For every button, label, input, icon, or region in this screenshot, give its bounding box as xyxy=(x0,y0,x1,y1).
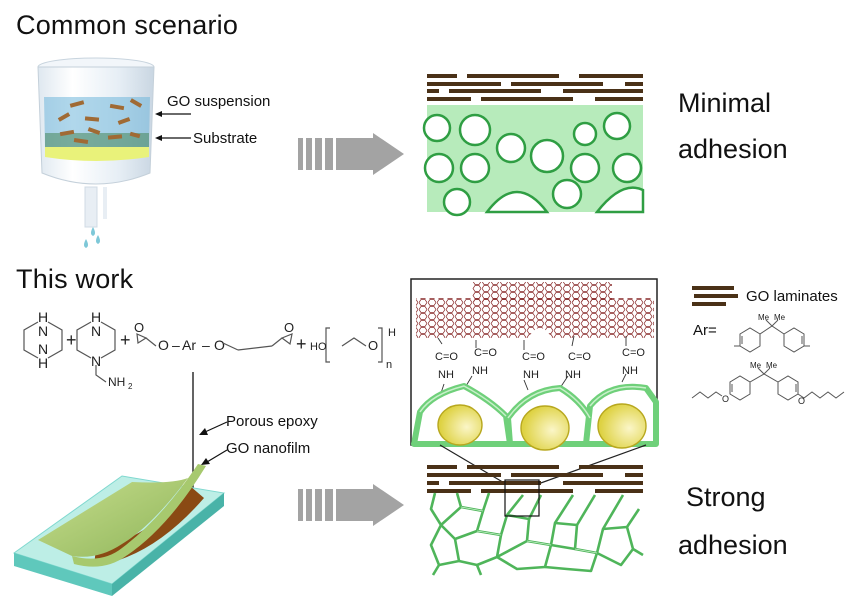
interface-zoom-inset: C=O NH C=O NH C=O NH C=O NH C=O NH xyxy=(410,278,659,485)
svg-text:O: O xyxy=(214,337,225,353)
svg-text:2: 2 xyxy=(128,382,133,391)
this-work-heading: This work xyxy=(16,264,134,294)
strong-label: Strong xyxy=(686,482,766,512)
methyl-label: Me xyxy=(758,313,770,322)
go-laminates-on-porous-substrate-strong xyxy=(427,465,644,576)
process-arrow-bottom xyxy=(298,484,404,526)
carbonyl-label: C=O xyxy=(622,347,645,359)
amide-nh-label: NH xyxy=(472,365,488,377)
minimal-label: Minimal xyxy=(678,88,772,118)
svg-text:n: n xyxy=(386,359,392,371)
porous-epoxy-label: Porous epoxy xyxy=(226,413,318,430)
amide-nh-label: NH xyxy=(565,369,581,381)
svg-text:N: N xyxy=(91,323,101,339)
go-laminates-legend-swatch xyxy=(692,286,738,306)
ether-oxygen-label: O xyxy=(798,396,805,406)
common-scenario-heading: Common scenario xyxy=(16,10,239,40)
ar-definition-label: Ar= xyxy=(693,322,717,339)
svg-text:H: H xyxy=(91,309,101,325)
process-arrow-top xyxy=(298,133,404,175)
carbonyl-label: C=O xyxy=(474,347,497,359)
svg-text:HO: HO xyxy=(310,341,327,353)
go-nanofilm-label: GO nanofilm xyxy=(226,440,311,457)
go-laminates-legend-label: GO laminates xyxy=(746,288,838,305)
svg-text:–: – xyxy=(202,337,210,353)
funnel-label-arrows xyxy=(155,111,191,141)
svg-text:O: O xyxy=(368,338,378,353)
carbonyl-label: C=O xyxy=(435,351,458,363)
substrate-label: Substrate xyxy=(193,130,258,147)
go-film-on-epoxy-illustration xyxy=(12,464,226,596)
piperazine-h-bottom: H xyxy=(38,355,48,371)
carbonyl-label: C=O xyxy=(522,351,545,363)
piperazine-n-top: N xyxy=(38,323,48,339)
methyl-label: Me xyxy=(766,361,778,370)
svg-text:H: H xyxy=(388,327,396,339)
methyl-label: Me xyxy=(774,313,786,322)
svg-text:+: + xyxy=(120,330,131,350)
film-label-arrows xyxy=(199,421,228,465)
adhesion-label-top: adhesion xyxy=(678,134,788,164)
svg-text:N: N xyxy=(91,353,101,369)
svg-text:O: O xyxy=(134,320,144,335)
carbonyl-label: C=O xyxy=(568,351,591,363)
ar-structure-bisphenol-a: Me Me Me Me O O xyxy=(691,313,845,406)
filtration-funnel-illustration xyxy=(37,57,155,248)
methyl-label: Me xyxy=(750,361,762,370)
svg-text:NH: NH xyxy=(108,375,125,389)
go-suspension-label: GO suspension xyxy=(167,93,271,110)
svg-text:–: – xyxy=(172,337,180,353)
amide-nh-label: NH xyxy=(622,365,638,377)
svg-text:+: + xyxy=(66,330,77,350)
go-laminates-on-porous-substrate-weak xyxy=(422,74,645,217)
adhesion-label-bottom: adhesion xyxy=(678,530,788,560)
amide-nh-label: NH xyxy=(523,369,539,381)
svg-text:O: O xyxy=(284,320,294,335)
svg-text:+: + xyxy=(296,334,307,354)
piperazine-n-bottom: N xyxy=(38,341,48,357)
ether-oxygen-label: O xyxy=(722,394,729,404)
zoom-region-box xyxy=(504,479,540,517)
piperazine-h-top: H xyxy=(38,309,48,325)
amide-nh-label: NH xyxy=(438,369,454,381)
svg-text:O: O xyxy=(158,337,169,353)
ar-group: Ar xyxy=(182,337,196,353)
